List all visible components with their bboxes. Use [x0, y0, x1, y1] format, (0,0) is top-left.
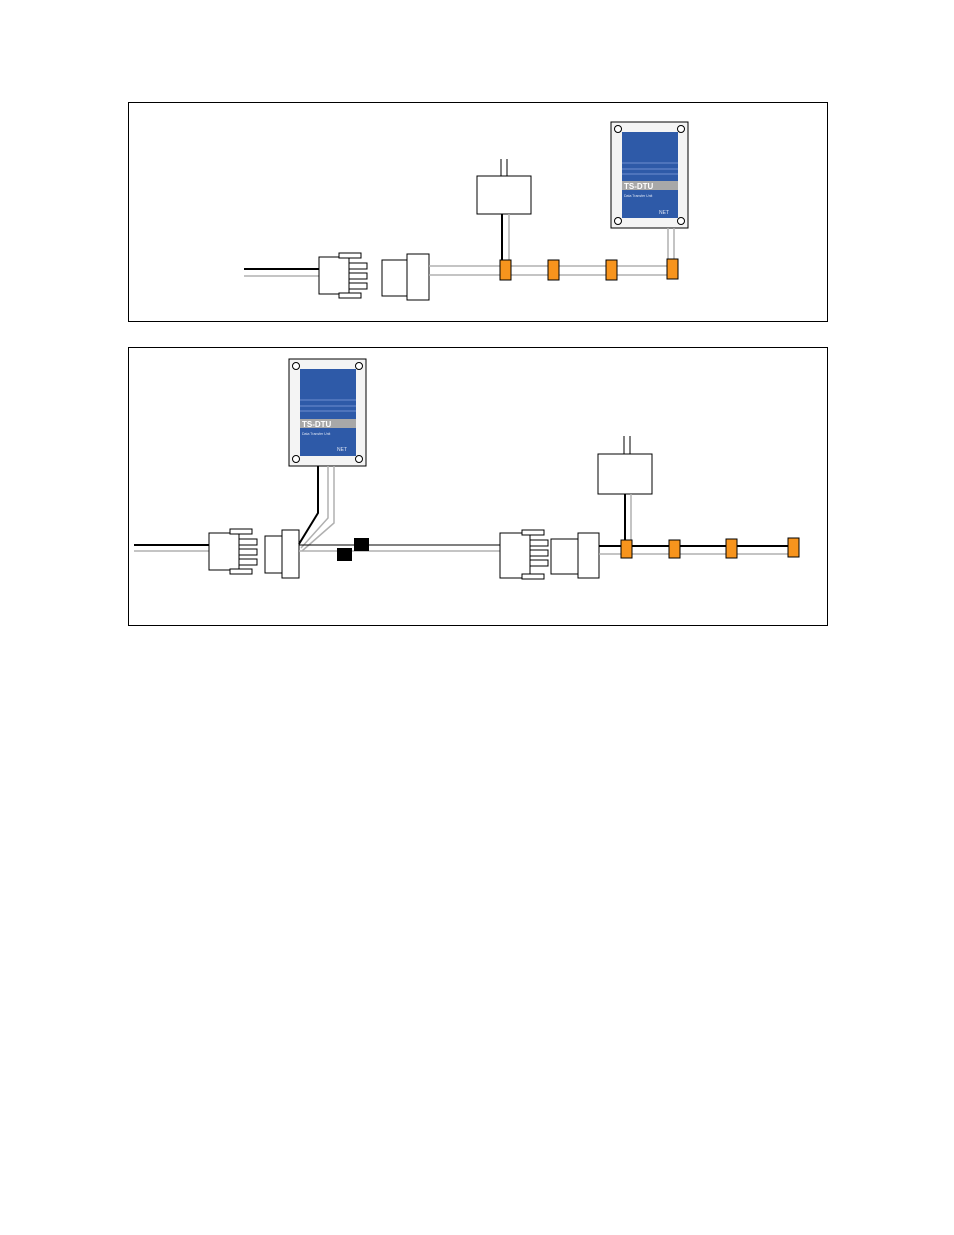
device-subtitle: Data Transfer Unit [624, 194, 652, 198]
connector-plug-male [319, 253, 367, 298]
temperature-sensor [788, 538, 799, 557]
diagram-panel-2: TS-DTU Data Transfer Unit NET [128, 347, 828, 626]
device-face-panel [622, 132, 678, 218]
junction-box [477, 159, 531, 261]
temperature-sensor [621, 540, 632, 558]
panel-2-drawing: TS-DTU Data Transfer Unit NET [129, 348, 829, 627]
panel-1-drawing: TS-DTU Data Transfer Unit NET [129, 103, 829, 323]
device-subtitle: Data Transfer Unit [302, 432, 330, 436]
temperature-sensor [500, 260, 511, 280]
temperature-sensor [667, 259, 678, 279]
connector-socket-female [551, 533, 599, 578]
temperature-sensor [548, 260, 559, 280]
splice-block [337, 548, 352, 561]
splice-block [354, 538, 369, 551]
diagram-panel-1: TS-DTU Data Transfer Unit NET [128, 102, 828, 322]
data-transfer-unit-device: TS-DTU Data Transfer Unit NET [289, 359, 366, 466]
temperature-sensor [726, 539, 737, 558]
temperature-sensor [606, 260, 617, 280]
data-transfer-unit-device: TS-DTU Data Transfer Unit NET [611, 122, 688, 261]
device-title: TS-DTU [302, 420, 332, 429]
connector-plug-male [209, 529, 257, 574]
temperature-sensor [669, 540, 680, 558]
device-face-panel [300, 369, 356, 456]
connector-plug-male [500, 530, 548, 579]
device-logo: NET [659, 210, 669, 216]
junction-box [598, 436, 652, 541]
connector-socket-female [382, 254, 429, 300]
connector-socket-female [265, 530, 299, 578]
device-title: TS-DTU [624, 182, 654, 191]
device-logo: NET [337, 447, 347, 453]
